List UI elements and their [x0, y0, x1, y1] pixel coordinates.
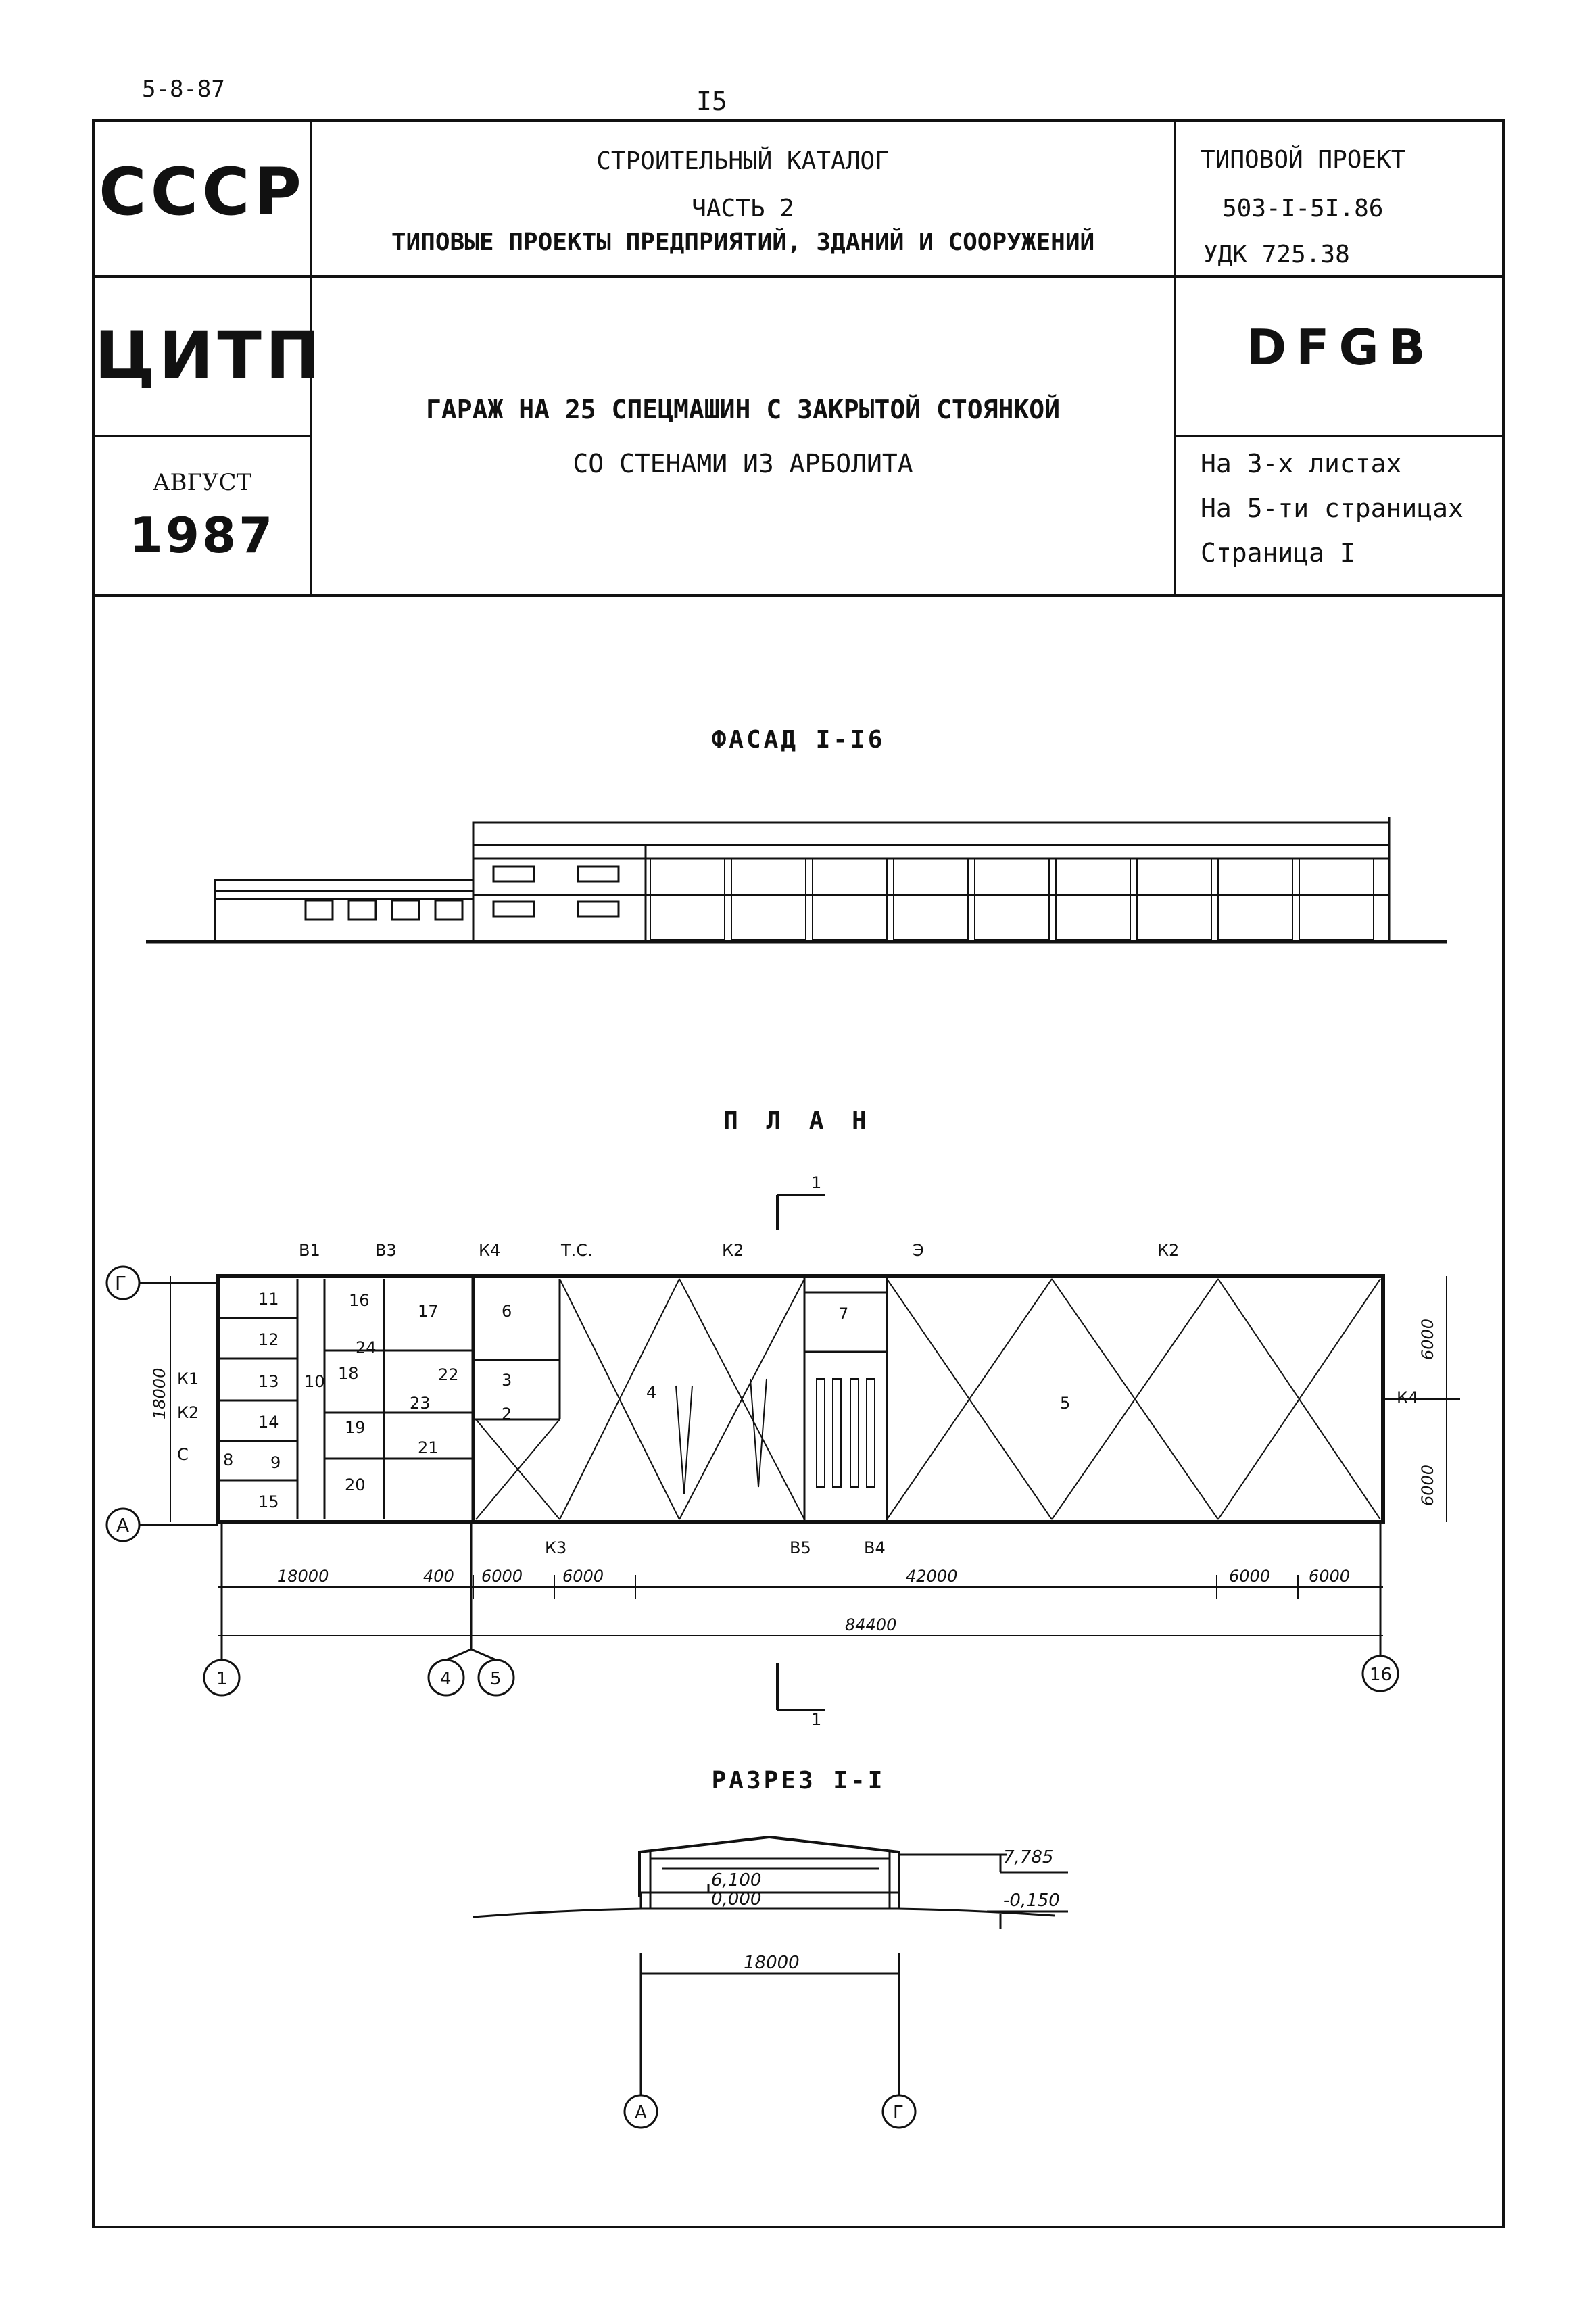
utility-v4: В4	[864, 1538, 886, 1557]
room-24: 24	[356, 1338, 377, 1357]
utility-k1: К1	[177, 1369, 199, 1388]
udk-code: УДК 725.38	[1203, 241, 1350, 268]
dim-6000-d: 6000	[1309, 1567, 1350, 1586]
dim-right-bottom: 6000	[1418, 1465, 1437, 1506]
stamp-country: СССР	[99, 154, 306, 230]
stamp-year: 1987	[128, 507, 276, 564]
room-3: 3	[502, 1371, 512, 1390]
room-2: 2	[502, 1405, 512, 1423]
room-6: 6	[502, 1302, 512, 1321]
utility-v1: В1	[299, 1241, 320, 1260]
room-11: 11	[258, 1290, 279, 1309]
room-5: 5	[1060, 1394, 1070, 1413]
room-10: 10	[304, 1372, 325, 1391]
catalog-line3: ТИПОВЫЕ ПРОЕКТЫ ПРЕДПРИЯТИЙ, ЗДАНИЙ И СО…	[391, 228, 1095, 256]
catalog-line2: ЧАСТЬ 2	[692, 195, 794, 222]
utility-c: С	[177, 1445, 189, 1464]
utility-v3: В3	[375, 1241, 397, 1260]
room-4: 4	[646, 1383, 656, 1402]
project-title-line2: СО СТЕНАМИ ИЗ АРБОЛИТА	[573, 449, 913, 479]
room-21: 21	[418, 1438, 439, 1457]
utility-k4: К4	[479, 1241, 500, 1260]
stamp-divider-v1	[310, 119, 312, 595]
stamp-divider-h2	[92, 435, 310, 437]
utility-k2-left: К2	[177, 1403, 199, 1422]
document-code: 5-8-87	[142, 76, 225, 103]
room-17: 17	[418, 1302, 439, 1321]
dim-6000-c: 6000	[1229, 1567, 1270, 1586]
section-mark-top: 1	[811, 1173, 821, 1192]
room-20: 20	[345, 1476, 366, 1494]
page-number: I5	[696, 87, 727, 116]
axis-label-16: 16	[1370, 1665, 1392, 1685]
sheet-count: На 3-х листах	[1201, 449, 1402, 479]
facade-title: ФАСАД I-I6	[711, 726, 886, 754]
dim-42000: 42000	[906, 1567, 957, 1586]
axis-label-1: 1	[216, 1669, 228, 1689]
project-title-line1: ГАРАЖ НА 25 СПЕЦМАШИН С ЗАКРЫТОЙ СТОЯНКО…	[426, 395, 1060, 424]
dim-400: 400	[423, 1567, 454, 1586]
elev-floor: 0,000	[711, 1889, 761, 1909]
section-title: РАЗРЕЗ I-I	[711, 1767, 886, 1795]
dim-18000: 18000	[277, 1567, 329, 1586]
room-8: 8	[223, 1451, 233, 1469]
dim-6000-a: 6000	[481, 1567, 523, 1586]
stamp-divider-h1	[92, 275, 1505, 278]
stamp-divider-h3	[1174, 435, 1505, 437]
utility-k2-top: К2	[722, 1241, 744, 1260]
room-15: 15	[258, 1492, 279, 1511]
dim-left: 18000	[150, 1368, 169, 1419]
stamp-divider-h4	[92, 594, 1505, 597]
section-axis-a: А	[635, 2103, 647, 2123]
stamp-month: АВГУСТ	[152, 469, 252, 496]
catalog-code: DFGB	[1246, 319, 1435, 376]
stamp-org: ЦИТП	[95, 318, 324, 393]
axis-label-5: 5	[490, 1669, 502, 1689]
room-12: 12	[258, 1330, 279, 1349]
dim-total: 84400	[845, 1615, 896, 1634]
plan-title: П Л А Н	[723, 1107, 873, 1135]
page-count: На 5-ти страницах	[1201, 493, 1464, 523]
room-16: 16	[349, 1291, 370, 1310]
section-axis-g: Г	[893, 2103, 904, 2123]
axis-label-4: 4	[440, 1669, 452, 1689]
elev-mid: 6,100	[711, 1870, 761, 1891]
section-span: 18000	[744, 1953, 800, 1973]
axis-label-g: Г	[115, 1272, 126, 1294]
utility-e: Э	[913, 1241, 924, 1260]
room-7: 7	[838, 1305, 848, 1323]
utility-ts: Т.С.	[560, 1241, 593, 1260]
utility-k4-right: К4	[1397, 1388, 1418, 1407]
room-18: 18	[338, 1364, 359, 1383]
drawing-frame	[92, 119, 1505, 2228]
dim-6000-b: 6000	[562, 1567, 604, 1586]
section-mark-bottom: 1	[811, 1710, 821, 1729]
project-number: 503-I-5I.86	[1222, 195, 1384, 222]
room-14: 14	[258, 1413, 279, 1432]
project-label: ТИПОВОЙ ПРОЕКТ	[1201, 146, 1406, 174]
utility-k2-right: К2	[1157, 1241, 1179, 1260]
axis-label-a: А	[116, 1514, 129, 1536]
elev-ground: -0,150	[1003, 1891, 1060, 1911]
stamp-divider-v2	[1174, 119, 1176, 595]
room-23: 23	[410, 1394, 431, 1413]
room-19: 19	[345, 1418, 366, 1437]
room-22: 22	[438, 1365, 459, 1384]
catalog-line1: СТРОИТЕЛЬНЫЙ КАТАЛОГ	[596, 147, 890, 175]
room-9: 9	[270, 1453, 281, 1472]
elev-top: 7,785	[1003, 1847, 1053, 1868]
dim-right-top: 6000	[1418, 1319, 1437, 1360]
utility-k3: К3	[545, 1538, 566, 1557]
utility-v5: В5	[790, 1538, 811, 1557]
room-13: 13	[258, 1372, 279, 1391]
page-index: Страница I	[1201, 538, 1355, 568]
